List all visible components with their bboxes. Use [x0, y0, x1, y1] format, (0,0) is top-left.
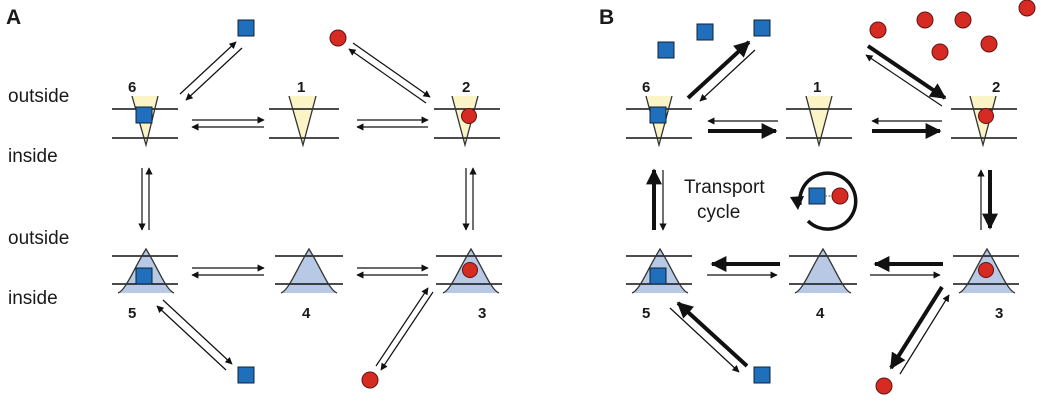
arrow-thin: [865, 54, 943, 107]
panel-b-letter: B: [599, 6, 614, 29]
arrow: [380, 291, 434, 371]
arrow: [352, 42, 431, 98]
state-6-outward-bound-square: 6: [626, 79, 692, 148]
cycle-square-icon: [808, 187, 826, 205]
free-circle-outside: [869, 21, 887, 39]
square-substrate: [649, 267, 667, 285]
panel-a-letter: A: [6, 6, 21, 29]
state-6-number: 6: [128, 79, 136, 96]
state-1-outward-empty: 1: [786, 79, 852, 148]
state-4-number: 4: [302, 305, 311, 322]
state-2-outward-bound-circle: 2: [951, 79, 1017, 148]
state-6-number: 6: [642, 79, 650, 96]
free-circle-outside: [931, 43, 949, 61]
circle-substrate: [462, 262, 478, 278]
free-square-inside: [237, 366, 255, 384]
arrow: [156, 305, 227, 371]
outside-label-top: outside: [8, 86, 69, 107]
panel-b-arrows: [646, 40, 998, 375]
state-2-outward-bound-circle: 2: [434, 79, 500, 148]
free-square-outside: [237, 19, 255, 37]
state-1-number: 1: [813, 79, 821, 96]
free-circle-inside: [875, 377, 893, 395]
cycle-circle-icon: [831, 187, 849, 205]
free-circle-outside: [916, 11, 934, 29]
state-4-inward-empty: 4: [789, 247, 857, 322]
circle-substrate: [461, 108, 477, 124]
state-5-inward-bound-square: 5: [626, 247, 692, 322]
free-circle-outside: [980, 35, 998, 53]
state-2-number: 2: [462, 79, 470, 96]
arrow-bold: [889, 285, 944, 370]
state-4-number: 4: [816, 305, 825, 322]
state-1-outward-empty: 1: [269, 79, 339, 148]
transport-cycle-label-line1: Transport: [684, 177, 765, 198]
square-substrate: [135, 106, 153, 124]
free-square-outside: [657, 41, 675, 59]
state-3-number: 3: [995, 305, 1003, 322]
arrow: [185, 47, 243, 101]
free-circle-inside: [361, 371, 379, 389]
free-square-outside: [753, 19, 771, 37]
free-circle-outside: [329, 29, 347, 47]
arrow-thin: [669, 307, 740, 373]
state-5-number: 5: [128, 305, 136, 322]
arrow-thin: [899, 294, 950, 375]
arrow-thin: [699, 49, 756, 102]
state-3-number: 3: [478, 305, 486, 322]
square-substrate: [135, 267, 153, 285]
square-substrate: [649, 106, 667, 124]
panel-b: B 6 1 2: [599, 0, 1036, 395]
arrow: [162, 299, 233, 365]
state-2-number: 2: [992, 79, 1000, 96]
panel-a-arrows: [138, 41, 477, 371]
state-3-inward-bound-circle: 3: [436, 247, 502, 322]
state-1-number: 1: [297, 79, 305, 96]
arrow: [348, 48, 427, 104]
state-5-inward-bound-square: 5: [112, 247, 178, 322]
inside-label-bottom: inside: [8, 288, 58, 309]
arrow-bold: [676, 301, 749, 368]
panel-a: A outside inside outside inside 6 1: [6, 6, 502, 389]
circle-substrate: [978, 108, 994, 124]
free-square-inside: [753, 366, 771, 384]
arrow: [375, 287, 429, 367]
state-4-inward-empty: 4: [275, 247, 343, 322]
free-circle-outside: [954, 11, 972, 29]
outside-label-bottom: outside: [8, 228, 69, 249]
transport-cycle-icon: [790, 171, 858, 231]
arrow-bold: [686, 40, 751, 100]
inside-label-top: inside: [8, 146, 58, 167]
arrow-bold: [866, 44, 947, 100]
free-square-outside: [696, 23, 714, 41]
free-circle-outside: [1018, 0, 1036, 17]
transport-cycle-label-line2: cycle: [697, 202, 740, 223]
state-6-outward-bound-square: 6: [112, 79, 178, 148]
arrow: [179, 41, 237, 95]
circle-substrate: [978, 262, 994, 278]
state-3-inward-bound-circle: 3: [953, 247, 1019, 322]
state-5-number: 5: [642, 305, 650, 322]
